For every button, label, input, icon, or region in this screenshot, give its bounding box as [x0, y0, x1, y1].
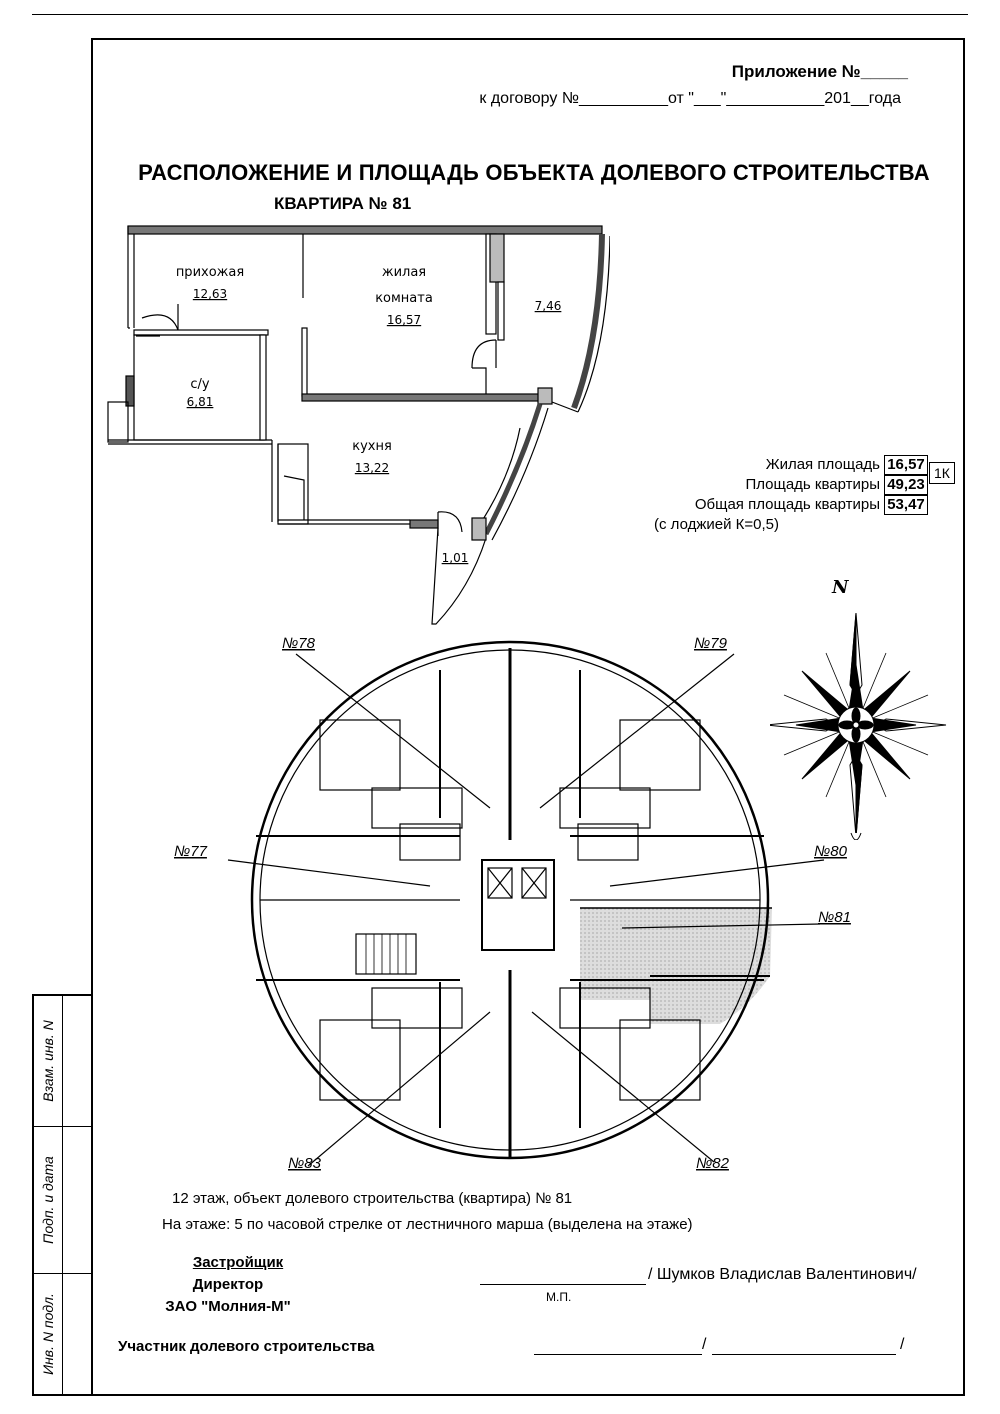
apt-label-79: №79: [694, 635, 728, 652]
stat-total: Общая площадь квартиры 53,47: [640, 495, 928, 516]
stat-note: (с лоджией К=0,5): [654, 516, 779, 533]
room-loggia-area: 7,46: [535, 299, 562, 313]
room-count-badge: 1К: [929, 462, 955, 484]
stat-apt-value: 49,23: [884, 475, 928, 495]
stamp-column: Взам. инв. N Подп. и дата Инв. N подл.: [32, 994, 91, 1396]
contract-line: к договору №__________от "___"__________…: [479, 90, 901, 107]
apt-label-82: №82: [696, 1155, 730, 1172]
top-rule: [32, 14, 968, 15]
apt-label-81: №81: [818, 909, 851, 926]
floor-plan: №78 №79 №77 №80 №81 №83 №82: [174, 635, 851, 1172]
stamp-label-sign: Подп. и дата: [40, 1156, 56, 1244]
stat-total-value: 53,47: [884, 495, 928, 515]
room-hallway-area: 12,63: [193, 287, 227, 301]
stamp-label-inv: Инв. N подл.: [40, 1293, 57, 1375]
stamp-cell-inv: Инв. N подл.: [34, 1274, 91, 1394]
stat-total-label: Общая площадь квартиры: [694, 496, 880, 513]
compass-north-label: N: [831, 577, 850, 598]
stat-apt-label: Площадь квартиры: [745, 476, 880, 493]
participant-signature-line: [534, 1354, 702, 1355]
floor-info-line1: 12 этаж, объект долевого строительства (…: [172, 1190, 573, 1207]
stat-living: Жилая площадь 16,57: [640, 455, 928, 476]
stamp-mark: М.П.: [546, 1290, 572, 1304]
participant-label: Участник долевого строительства: [118, 1338, 375, 1355]
stamp-cell-sign: Подп. и дата: [34, 1127, 91, 1274]
stat-living-value: 16,57: [884, 455, 928, 475]
room-living-area: 16,57: [387, 313, 421, 327]
participant-name-line: [712, 1354, 896, 1355]
room-living-name: жилая: [382, 265, 426, 280]
apt-label-80: №80: [814, 843, 848, 860]
company-name: ЗАО "Молния-М": [165, 1298, 291, 1315]
room-hallway-name: прихожая: [176, 265, 244, 280]
page-title: РАСПОЛОЖЕНИЕ И ПЛОЩАДЬ ОБЪЕКТА ДОЛЕВОГО …: [138, 160, 930, 185]
appendix-label: Приложение №_____: [731, 62, 908, 81]
apartment-title: КВАРТИРА № 81: [274, 194, 412, 213]
stamp-cell-replace: Взам. инв. N: [34, 996, 91, 1127]
developer-label: Застройщик: [192, 1254, 284, 1271]
stat-apt: Площадь квартиры 49,23: [640, 475, 928, 496]
apt-label-78: №78: [282, 635, 316, 652]
participant-slash-2: /: [900, 1336, 905, 1353]
page-frame: [91, 38, 965, 1396]
participant-slash-1: /: [702, 1336, 707, 1353]
room-bath-name: с/у: [190, 377, 210, 392]
apartment-plan: прихожая 12,63 жилая комната 16,57 7,46 …: [107, 225, 610, 625]
director-title: Директор: [192, 1276, 264, 1293]
room-living-name2: комната: [375, 291, 433, 306]
director-name: / Шумков Владислав Валентинович/: [648, 1266, 917, 1283]
floor-info-line2: На этаже: 5 по часовой стрелке от лестни…: [162, 1216, 693, 1233]
director-signature-line: [480, 1284, 646, 1285]
apt-label-83: №83: [288, 1155, 322, 1172]
stat-living-label: Жилая площадь: [765, 456, 880, 473]
room-balcony-area: 1,01: [442, 551, 469, 565]
compass-rose: N: [770, 577, 947, 840]
room-kitchen-name: кухня: [352, 439, 392, 454]
room-kitchen-area: 13,22: [355, 461, 389, 475]
stamp-label-replace: Взам. инв. N: [40, 1020, 57, 1102]
apt-label-77: №77: [174, 843, 208, 860]
area-stats: Жилая площадь 16,57 Площадь квартиры 49,…: [640, 455, 928, 533]
room-bath-area: 6,81: [187, 395, 214, 409]
